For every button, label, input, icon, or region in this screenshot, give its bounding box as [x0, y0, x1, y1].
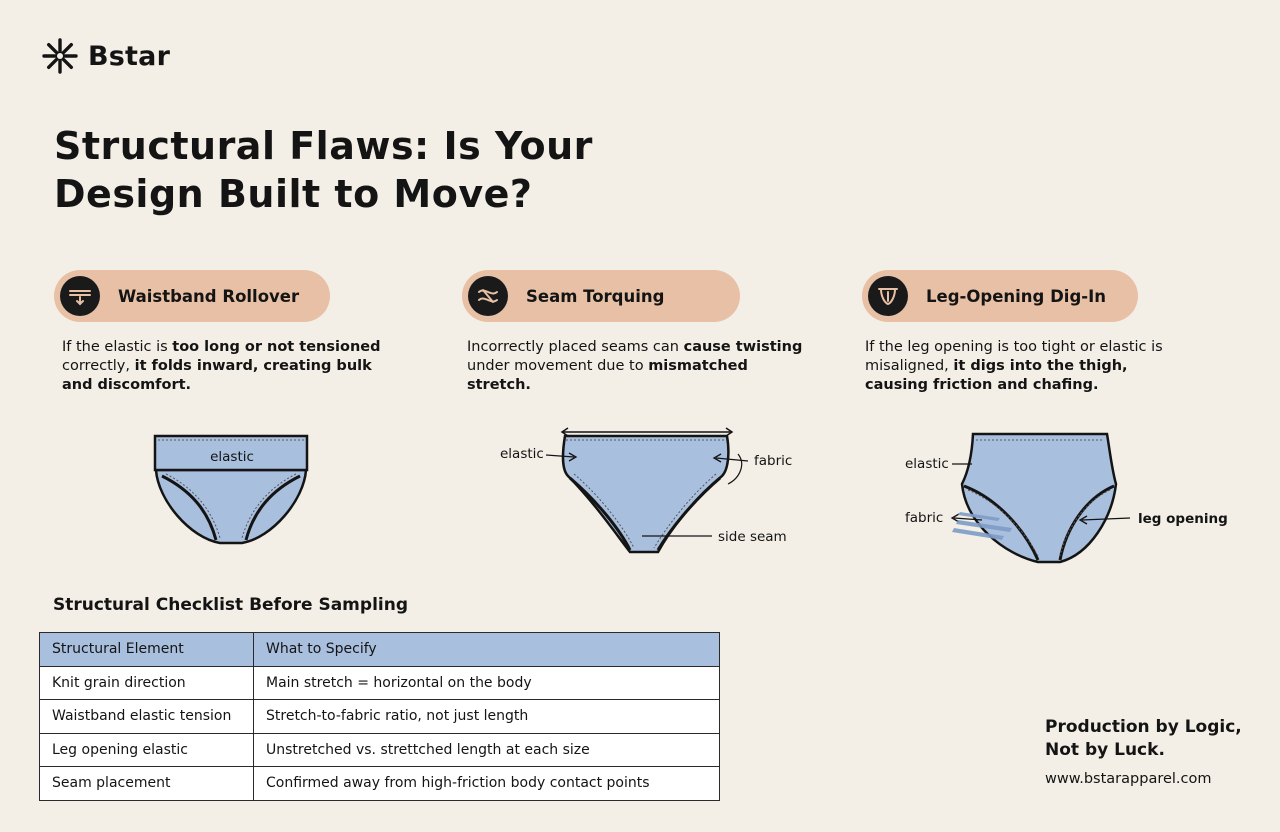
column-header: What to Specify: [253, 632, 720, 667]
waistband-rollover-illustration: elastic: [153, 434, 309, 545]
page-title: Structural Flaws: Is Your Design Built t…: [54, 122, 754, 218]
issue-pill-waistband-rollover: Waistband Rollover: [54, 270, 330, 322]
issue-label: Seam Torquing: [526, 286, 665, 306]
issue-pill-seam-torquing: Seam Torquing: [462, 270, 740, 322]
table-cell: Unstretched vs. strettched length at eac…: [253, 732, 720, 767]
leg-opening-illustration: elastic fabric leg opening: [905, 432, 1228, 564]
issue-description: If the elastic is too long or not tensio…: [62, 339, 381, 393]
table-cell: Seam placement: [39, 766, 254, 801]
tagline-line1: Production by Logic,: [1045, 717, 1242, 737]
column-header: Structural Element: [39, 632, 254, 667]
table-row: Seam placement Confirmed away from high-…: [39, 766, 720, 801]
issue-description: Incorrectly placed seams can cause twist…: [467, 339, 803, 393]
asterisk-burst-icon: [42, 38, 78, 74]
structural-checklist-table: Structural Element What to Specify Knit …: [39, 632, 720, 801]
friction-marks: [952, 512, 1012, 540]
table-cell: Waistband elastic tension: [39, 699, 254, 734]
website-url[interactable]: www.bstarapparel.com: [1045, 771, 1212, 787]
brand-logo: Bstar: [42, 38, 170, 74]
issue-description: If the leg opening is too tight or elast…: [865, 339, 1163, 393]
tagline: Production by Logic, Not by Luck.: [1045, 716, 1242, 762]
table-row: Waistband elastic tension Stretch-to-fab…: [39, 699, 720, 734]
issue-label: Leg-Opening Dig-In: [926, 286, 1106, 306]
table-cell: Main stretch = horizontal on the body: [253, 665, 720, 700]
callout-leg-opening: leg opening: [1138, 511, 1228, 527]
tagline-line2: Not by Luck.: [1045, 740, 1165, 760]
issue-label: Waistband Rollover: [118, 286, 300, 306]
leg-opening-icon: [868, 276, 908, 316]
table-cell: Knit grain direction: [39, 665, 254, 700]
callout-fabric: fabric: [754, 453, 792, 469]
table-row: Leg opening elastic Unstretched vs. stre…: [39, 732, 720, 767]
garment-body: [154, 468, 308, 545]
page-title-line1: Structural Flaws: Is Your: [54, 124, 593, 168]
callout-elastic: elastic: [905, 456, 949, 472]
waistband-fold-icon: [60, 276, 100, 316]
table-header-row: Structural Element What to Specify: [39, 632, 720, 667]
seam-torquing-illustration: elastic fabric side seam: [500, 427, 792, 554]
callout-fabric: fabric: [905, 510, 943, 526]
table-cell: Stretch-to-fabric ratio, not just length: [253, 699, 720, 734]
callout-side-seam: side seam: [718, 529, 787, 545]
issue-pill-leg-opening-dig-in: Leg-Opening Dig-In: [862, 270, 1138, 322]
brand-name: Bstar: [88, 40, 171, 72]
garment-body: [561, 434, 730, 554]
table-cell: Confirmed away from high-friction body c…: [253, 766, 720, 801]
folded-waistband: [153, 434, 309, 472]
twisted-seam-icon: [468, 276, 508, 316]
callout-elastic: elastic: [210, 449, 254, 465]
callout-elastic: elastic: [500, 446, 544, 462]
table-row: Knit grain direction Main stretch = hori…: [39, 665, 720, 700]
table-cell: Leg opening elastic: [39, 732, 254, 767]
page-title-line2: Design Built to Move?: [54, 172, 533, 216]
checklist-title: Structural Checklist Before Sampling: [53, 595, 408, 615]
